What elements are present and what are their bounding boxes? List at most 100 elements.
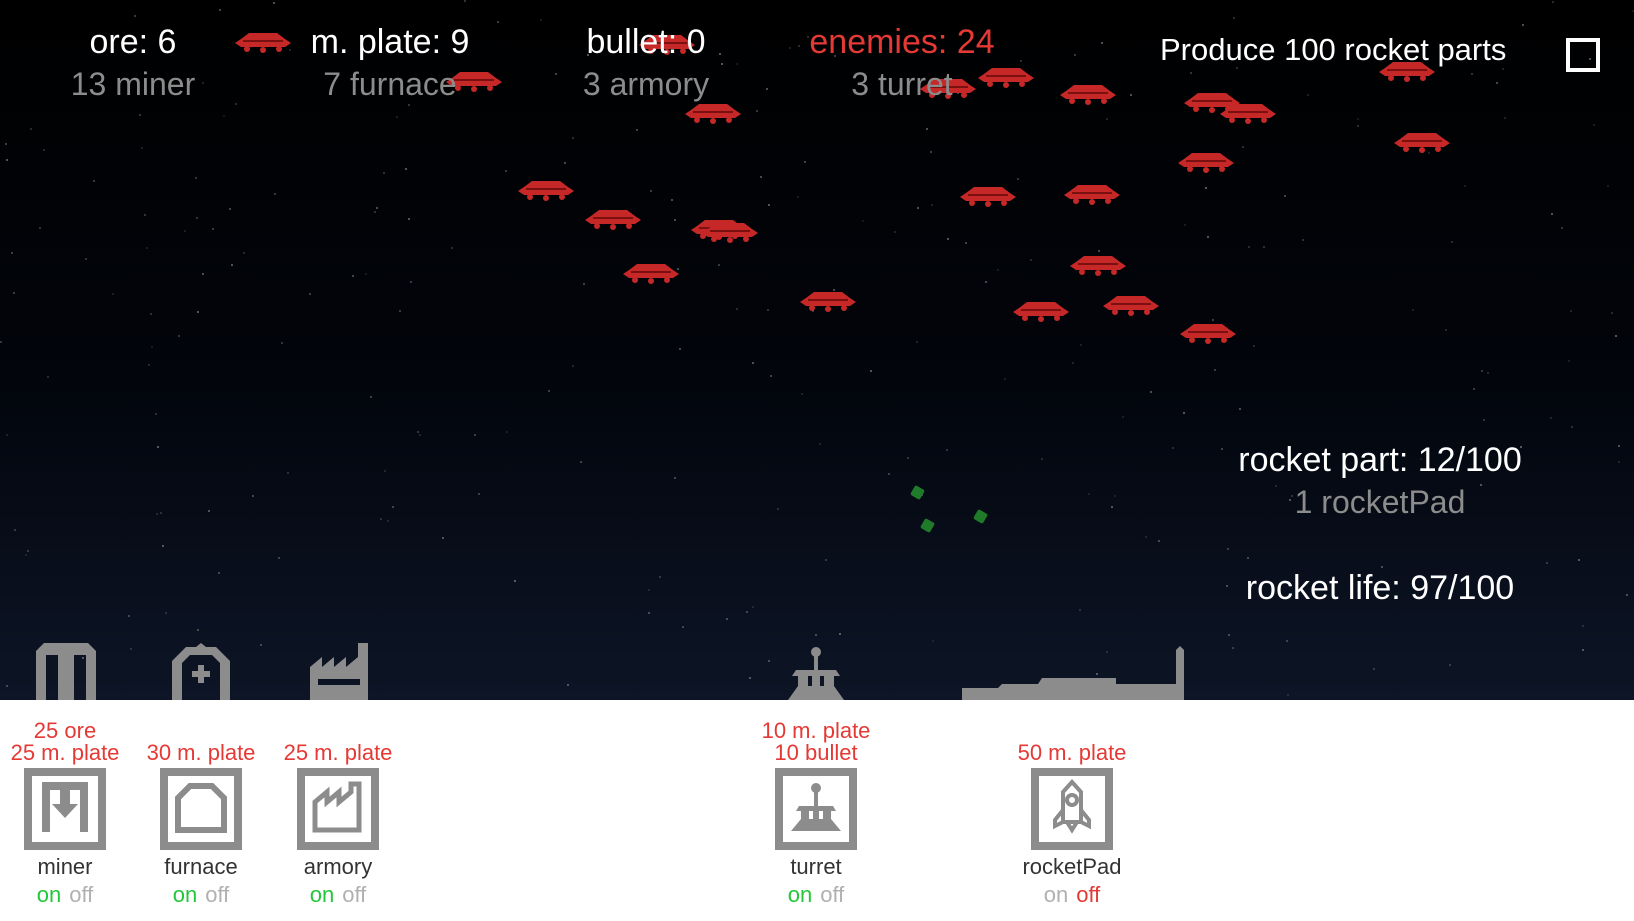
star (1380, 565, 1383, 568)
star (154, 412, 157, 415)
star (1040, 458, 1043, 461)
star (1444, 329, 1447, 332)
star (364, 273, 367, 276)
star (1551, 212, 1554, 215)
star (1449, 663, 1452, 666)
off-toggle[interactable]: off (69, 882, 94, 907)
star (540, 19, 543, 22)
star (133, 14, 136, 17)
star (1087, 493, 1090, 496)
star (1129, 93, 1132, 96)
star (1189, 72, 1192, 75)
star (135, 47, 138, 50)
off-toggle[interactable]: off (1076, 882, 1101, 907)
miner-building-icon (36, 643, 96, 700)
off-toggle[interactable]: off (820, 882, 845, 907)
star (819, 442, 822, 445)
enemy-ship (1178, 151, 1234, 173)
star (571, 365, 574, 367)
build-turret-button[interactable] (775, 768, 857, 850)
enemy-ship (1064, 183, 1120, 205)
star (956, 92, 959, 95)
star (147, 363, 150, 366)
star (1522, 23, 1525, 26)
building-name: miner (37, 854, 93, 879)
star (1592, 124, 1595, 127)
star (888, 473, 891, 476)
star (477, 493, 480, 496)
goal-checkbox[interactable] (1566, 38, 1600, 72)
star (915, 341, 918, 344)
enemy-ship (1013, 300, 1069, 322)
on-toggle[interactable]: on (172, 882, 198, 907)
star (751, 361, 754, 364)
star (151, 346, 154, 349)
star (407, 218, 410, 221)
build-miner-button[interactable] (24, 768, 106, 850)
cost-line: 25 m. plate (283, 740, 393, 765)
star (1204, 186, 1207, 189)
building-name: rocketPad (1022, 854, 1122, 879)
star (144, 213, 147, 216)
star (43, 148, 46, 151)
star (1149, 391, 1152, 394)
star (718, 264, 721, 267)
build-armory-button[interactable] (297, 768, 379, 850)
build-rocketpad-button[interactable] (1031, 768, 1113, 850)
star (496, 20, 499, 23)
on-toggle[interactable]: on (36, 882, 62, 907)
star (84, 258, 87, 261)
enemy-ship (585, 208, 641, 230)
off-toggle[interactable]: off (205, 882, 230, 907)
star (380, 517, 383, 520)
bullet-label: bullet: 0 (586, 23, 706, 61)
star (1247, 245, 1250, 248)
on-toggle[interactable]: on (787, 882, 813, 907)
turret-bullet (919, 517, 936, 534)
star (504, 169, 507, 172)
star (1106, 650, 1109, 653)
building-cost: 25 m. plate (273, 718, 403, 764)
star (1582, 648, 1585, 651)
star (917, 206, 920, 209)
on-toggle[interactable]: on (1043, 882, 1069, 907)
star (408, 104, 411, 107)
star (473, 433, 476, 436)
off-toggle[interactable]: off (342, 882, 367, 907)
star (767, 660, 770, 663)
furnace-count: 7 furnace (323, 66, 457, 102)
cost-line: 50 m. plate (1017, 740, 1127, 765)
goal-text: Produce 100 rocket parts (1160, 32, 1507, 67)
star (1072, 362, 1075, 365)
star (833, 54, 836, 57)
star (24, 554, 27, 557)
star (1211, 319, 1214, 322)
star (1121, 416, 1124, 419)
star (1610, 311, 1613, 314)
star (1486, 371, 1489, 374)
star (1228, 634, 1231, 637)
star (138, 114, 141, 117)
star (140, 147, 143, 150)
star (838, 633, 841, 636)
on-toggle[interactable]: on (309, 882, 335, 907)
star (396, 116, 399, 119)
build-furnace-button[interactable] (160, 768, 242, 850)
cost-line: 25 m. plate (10, 740, 120, 765)
star (745, 610, 748, 613)
star (178, 334, 181, 337)
star (409, 281, 412, 284)
building-cost: 50 m. plate (1007, 718, 1137, 764)
enemy-ship (1394, 131, 1450, 153)
ore-label: ore: 6 (89, 23, 177, 61)
star (1618, 461, 1621, 464)
star (648, 612, 651, 615)
star (679, 348, 682, 351)
star (1242, 146, 1245, 149)
star (1235, 67, 1238, 70)
